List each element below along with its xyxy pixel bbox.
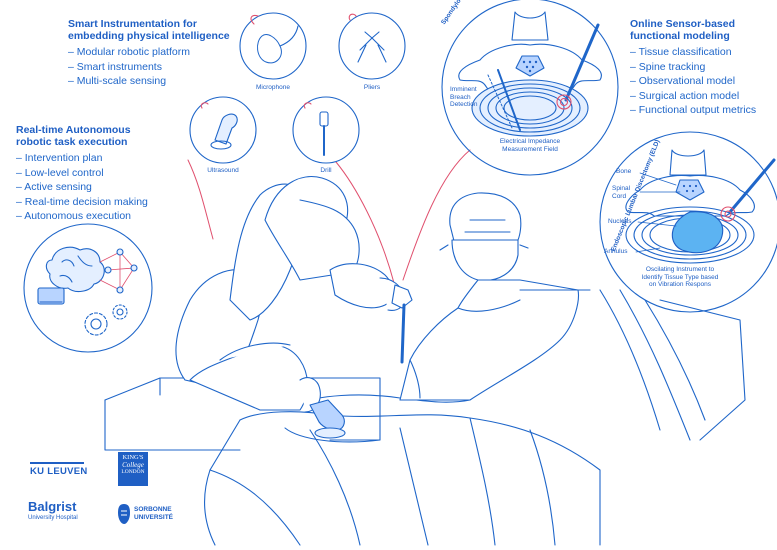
list-item: Low-level control: [16, 166, 148, 181]
nucleus-label: Nucleus: [608, 218, 632, 225]
list-item: Autonomous execution: [16, 209, 148, 224]
robot-drill-tool: [400, 303, 406, 364]
online-modeling-list: Tissue classification Spine tracking Obs…: [630, 45, 757, 118]
operating-table: [104, 377, 381, 451]
label-line: Measurement Field: [502, 145, 558, 153]
spondylodese-circle: [441, 0, 619, 176]
surgeon-gown-stripes: [599, 289, 746, 441]
microphone-label: Microphone: [256, 84, 290, 91]
balgrist-logo: Balgrist University Hospital: [28, 500, 78, 523]
pliers-circle: [338, 12, 406, 80]
title-line: functional modeling: [630, 30, 730, 42]
online-modeling-block: Online Sensor-based functional modeling …: [630, 18, 756, 118]
kings-line: LONDON: [121, 469, 145, 475]
kings-college-logo: KING'S College LONDON: [118, 452, 148, 486]
impedance-field-label: Electrical Impedance Measurement Field: [470, 138, 590, 153]
label-line: Electrical Impedance: [499, 138, 561, 145]
robot-ultrasound-probe: [309, 399, 346, 439]
realtime-execution-list: Intervention plan Low-level control Acti…: [16, 151, 148, 224]
list-item: Smart instruments: [68, 60, 230, 75]
ku-leuven-logo: KU LEUVEN: [30, 462, 88, 477]
robotic-arm: [175, 176, 413, 413]
title-line: Real-time Autonomous: [16, 124, 131, 136]
sorbonne-line: UNIVERSITÉ: [134, 514, 174, 521]
list-item: Modular robotic platform: [68, 45, 230, 60]
connector-lines: [187, 149, 471, 284]
label-line: Identify Tissue Type based: [641, 273, 719, 281]
label-line: Detection: [450, 101, 478, 108]
online-modeling-title: Online Sensor-based functional modeling: [630, 18, 756, 42]
realtime-execution-block: Real-time Autonomous robotic task execut…: [16, 124, 148, 224]
list-item: Observational model: [630, 74, 756, 89]
realtime-execution-title: Real-time Autonomous robotic task execut…: [16, 124, 148, 148]
spinal-cord-label: Spinal Cord: [612, 185, 630, 200]
list-item: Surgical action model: [630, 89, 756, 104]
label-line: Imminent: [450, 86, 477, 93]
label-line: Spinal: [612, 185, 631, 192]
annulus-label: Annulus: [604, 248, 628, 255]
surgical-drape: [204, 411, 601, 546]
label-line: Breach: [450, 93, 471, 101]
eld-circle: [599, 131, 777, 313]
label-line: Cord: [612, 192, 627, 200]
eld-caption: Oscilating Instrument to Identify Tissue…: [620, 266, 740, 289]
microphone-circle: [239, 12, 307, 80]
label-line: on Vibration Respons: [648, 281, 712, 288]
list-item: Multi-scale sensing: [68, 74, 230, 89]
list-item: Intervention plan: [16, 151, 148, 166]
kings-line: College: [122, 461, 144, 469]
sorbonne-emblem-icon: [118, 504, 130, 524]
planning-circle: [23, 223, 153, 353]
drill-label: Drill: [320, 167, 332, 174]
smart-instrumentation-block: Smart Instrumentation for embedding phys…: [68, 18, 230, 89]
title-line: embedding physical intelligence: [68, 30, 230, 42]
title-line: robotic task execution: [16, 136, 128, 148]
label-line: Oscilating Instrument to: [645, 266, 715, 273]
title-line: Online Sensor-based: [630, 18, 736, 30]
ultrasound-label: Ultrasound: [207, 167, 239, 174]
breach-detection-label: Imminent Breach Detection: [450, 86, 477, 109]
list-item: Real-time decision making: [16, 195, 148, 210]
pliers-label: Pliers: [363, 84, 381, 91]
bone-label: Bone: [616, 168, 632, 175]
smart-instrumentation-title: Smart Instrumentation for embedding phys…: [68, 18, 230, 42]
balgrist-logo-subtext: University Hospital: [28, 515, 78, 521]
list-item: Spine tracking: [630, 60, 756, 75]
list-item: Active sensing: [16, 180, 148, 195]
list-item: Functional output metrics: [630, 103, 756, 118]
list-item: Tissue classification: [630, 45, 756, 60]
smart-instrumentation-list: Modular robotic platform Smart instrumen…: [68, 45, 230, 89]
surgeon-figure: [399, 192, 591, 401]
title-line: Smart Instrumentation for: [68, 18, 197, 30]
ultrasound-circle: [189, 96, 257, 164]
drill-circle: [292, 96, 360, 164]
sorbonne-line: SORBONNE: [134, 506, 172, 513]
ku-leuven-logo-text: KU LEUVEN: [30, 466, 88, 477]
kings-line: KING'S: [122, 454, 144, 461]
balgrist-logo-text: Balgrist: [28, 499, 77, 514]
